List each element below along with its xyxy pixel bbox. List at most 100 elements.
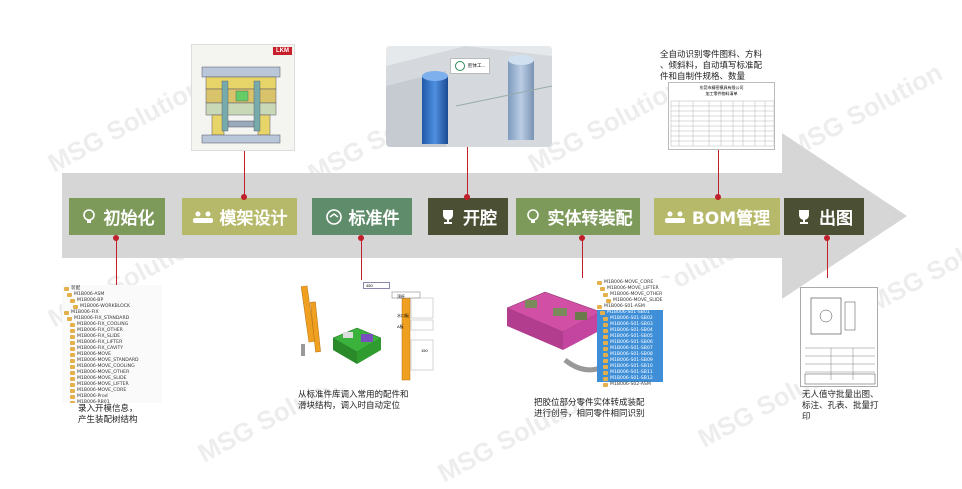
tree-item[interactable]: M1B006-MOVE_SLIDE bbox=[64, 376, 139, 382]
folder-icon bbox=[70, 335, 75, 339]
lkm-logo: LKM bbox=[273, 47, 292, 55]
tree-item[interactable]: M1B006-MOVE_CORE bbox=[64, 388, 139, 394]
tree-item[interactable]: M1B006-S01-SB05 bbox=[597, 334, 663, 340]
folder-icon bbox=[70, 347, 75, 351]
folder-icon bbox=[603, 335, 608, 339]
connector-line bbox=[244, 151, 245, 198]
tree-item-label: M1B006-S01-SB04 bbox=[610, 328, 653, 333]
folder-icon bbox=[70, 383, 75, 387]
tree-item[interactable]: M1B006-MOVE_COOLING bbox=[64, 364, 139, 370]
step-init[interactable]: 初始化 bbox=[69, 198, 165, 235]
tree-item[interactable]: M1B006-S01-SB10 bbox=[597, 364, 663, 370]
tree-item[interactable]: M1B006-FIX_SLIDE bbox=[64, 334, 139, 340]
folder-icon bbox=[70, 401, 75, 403]
tree-item-label: M1B006-S01-SB05 bbox=[610, 334, 653, 339]
tree-item[interactable]: M1B006-WORKBLOCK bbox=[64, 304, 139, 310]
tree-item[interactable]: M1B006-ASM bbox=[64, 292, 139, 298]
std-dim-3: 水口板 bbox=[397, 313, 409, 318]
std-dim-1: 450 bbox=[363, 282, 390, 289]
tree-item[interactable]: M1B006-FIX_OTHER bbox=[64, 328, 139, 334]
connector-line bbox=[467, 147, 468, 198]
step-cavity[interactable]: 开腔 bbox=[428, 198, 508, 235]
tree-item[interactable]: M1B006-MOVE_OTHER bbox=[64, 370, 139, 376]
step-label: BOM管理 bbox=[691, 209, 771, 229]
tree-item-label: M1B006-S02-ASM bbox=[610, 382, 651, 387]
folder-icon bbox=[70, 389, 75, 393]
standard-caption: 从标准件库调入常用的配件和滑块结构，调入时自动定位 bbox=[298, 390, 409, 411]
std-dim-2: 顶杆 bbox=[397, 294, 405, 299]
cavity-tooltip-text: 腔体工... bbox=[468, 63, 486, 68]
tree-item[interactable]: M1B006-MOVE_SLIDE bbox=[597, 298, 663, 304]
tree-item[interactable]: M1B006-S01-SB08 bbox=[597, 352, 663, 358]
tree-item[interactable]: M1B006-FIX bbox=[64, 310, 139, 316]
tree-item[interactable]: M1B006-FIX_STANDARD bbox=[64, 316, 139, 322]
folder-icon bbox=[603, 359, 608, 363]
tree-item[interactable]: M1B006-S01-SB09 bbox=[597, 358, 663, 364]
folder-icon bbox=[603, 353, 608, 357]
tree-item-label: M1B006-S01-SB08 bbox=[610, 352, 653, 357]
tree-item-label: M1B006-MOVE_LIFTER bbox=[607, 286, 659, 291]
drawing-preview bbox=[804, 297, 876, 385]
folder-icon bbox=[73, 305, 78, 309]
folder-icon bbox=[70, 365, 75, 369]
tree-item[interactable]: M1B006-MOVE_OTHER bbox=[597, 292, 663, 298]
step-label: 出图 bbox=[819, 209, 853, 229]
connector-line bbox=[116, 238, 117, 288]
tree-item[interactable]: M1B006-S01-SB02 bbox=[597, 316, 663, 322]
step-mold-base[interactable]: 模架设计 bbox=[182, 198, 297, 235]
tree-item[interactable]: M1B006-S01-SB01 bbox=[597, 310, 663, 316]
folder-icon bbox=[603, 347, 608, 351]
solid-caption: 把胶位部分零件实体转成装配进行创号，相同零件相同识别 bbox=[534, 398, 645, 419]
folder-icon bbox=[597, 281, 602, 285]
tree-item[interactable]: M1B006-Prod bbox=[64, 394, 139, 400]
tree-item[interactable]: M1B006-FIX_LIFTER bbox=[64, 340, 139, 346]
tree-item-label: M1B006-MOVE bbox=[77, 352, 112, 357]
folder-icon bbox=[70, 371, 75, 375]
folder-icon bbox=[70, 299, 75, 303]
tree-item[interactable]: M1B006-MOVE bbox=[64, 352, 139, 358]
tree-item[interactable]: M1B006-S01-SB06 bbox=[597, 340, 663, 346]
tree-item[interactable]: M1B006-S02-ASM bbox=[597, 382, 663, 388]
tree-item[interactable]: M1B006-S01-SB04 bbox=[597, 328, 663, 334]
tree-item-label: M1B006-MOVE_CORE bbox=[604, 280, 654, 285]
bom-table bbox=[670, 100, 774, 147]
tree-item[interactable]: M1B006-S01-SB11 bbox=[597, 370, 663, 376]
tree-item-label: M1B006-FIX bbox=[71, 310, 99, 315]
tree-item[interactable]: M1B006-FIX_COOLING bbox=[64, 322, 139, 328]
step-solid-to-assembly[interactable]: 实体转装配 bbox=[516, 198, 640, 235]
tree-item[interactable]: M1B006-S01-ASM bbox=[597, 304, 663, 310]
folder-icon bbox=[603, 323, 608, 327]
tree-item-label: M1B006-FIX_COOLING bbox=[77, 322, 129, 327]
tree-item-label: M1B006-S01-SB12 bbox=[610, 376, 653, 381]
step-bom[interactable]: BOM管理 bbox=[654, 198, 780, 235]
tree-item-label: M1B006-S01-SB10 bbox=[610, 364, 653, 369]
connector-dot bbox=[579, 235, 585, 241]
step-label: 开腔 bbox=[463, 209, 497, 229]
step-label: 标准件 bbox=[348, 209, 400, 229]
tree-item[interactable]: M1B006-BP bbox=[64, 298, 139, 304]
tree-item[interactable]: M1B006-S01-SB03 bbox=[597, 322, 663, 328]
bulb-icon bbox=[80, 208, 98, 226]
connector-line bbox=[582, 238, 583, 278]
tree-item[interactable]: M1B006-MOVE_CORE bbox=[597, 280, 663, 286]
step-standard-parts[interactable]: 标准件 bbox=[312, 198, 412, 235]
folder-icon bbox=[600, 287, 605, 291]
cavity-render: 腔体工... bbox=[386, 46, 552, 147]
tree-item[interactable]: M1B006-RB01 bbox=[64, 400, 139, 403]
folder-icon bbox=[70, 395, 75, 399]
tree-item[interactable]: M1B006-MOVE_STANDARD bbox=[64, 358, 139, 364]
folder-icon bbox=[70, 341, 75, 345]
drawing-sheet bbox=[800, 287, 878, 387]
step-drawing[interactable]: 出图 bbox=[784, 198, 864, 235]
tree-item-label: M1B006-ASM bbox=[74, 292, 105, 297]
connector-dot bbox=[358, 235, 364, 241]
tree-item[interactable]: M1B006-FIX_CAVITY bbox=[64, 346, 139, 352]
tree-item[interactable]: M1B006-S01-SB12 bbox=[597, 376, 663, 382]
tree-item[interactable]: M1B006-MOVE_LIFTER bbox=[64, 382, 139, 388]
tree-item[interactable]: M1B006-MOVE_LIFTER bbox=[597, 286, 663, 292]
tree-item[interactable]: M1B006-S01-SB07 bbox=[597, 346, 663, 352]
tree-item[interactable]: 装配 bbox=[64, 286, 139, 292]
tree-item-label: M1B006-MOVE_OTHER bbox=[77, 370, 130, 375]
folder-icon bbox=[603, 317, 608, 321]
